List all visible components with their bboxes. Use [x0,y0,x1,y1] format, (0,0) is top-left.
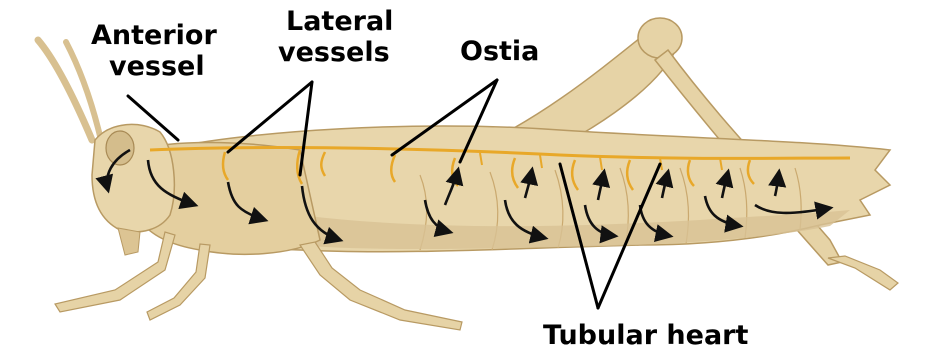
label-lateral-vessels-line2: vessels [278,37,393,68]
mouthparts [118,228,140,255]
front-leg-2 [147,244,210,320]
label-tubular-heart: Tubular heart [543,320,748,351]
front-leg [55,232,175,312]
label-lateral-vessels: Lateral vessels [278,6,393,68]
label-anterior-vessel-line2: vessel [109,51,217,82]
hind-foot [828,256,898,290]
label-lateral-vessels-line1: Lateral [286,6,393,37]
mid-leg [300,242,462,330]
label-ostia-text: Ostia [460,36,539,67]
label-tubular-heart-text: Tubular heart [543,320,748,351]
hind-knee [638,18,682,58]
label-anterior-vessel: Anterior vessel [91,20,217,82]
compound-eye [106,131,134,165]
label-ostia: Ostia [460,36,539,67]
label-anterior-vessel-line1: Anterior [91,20,217,51]
